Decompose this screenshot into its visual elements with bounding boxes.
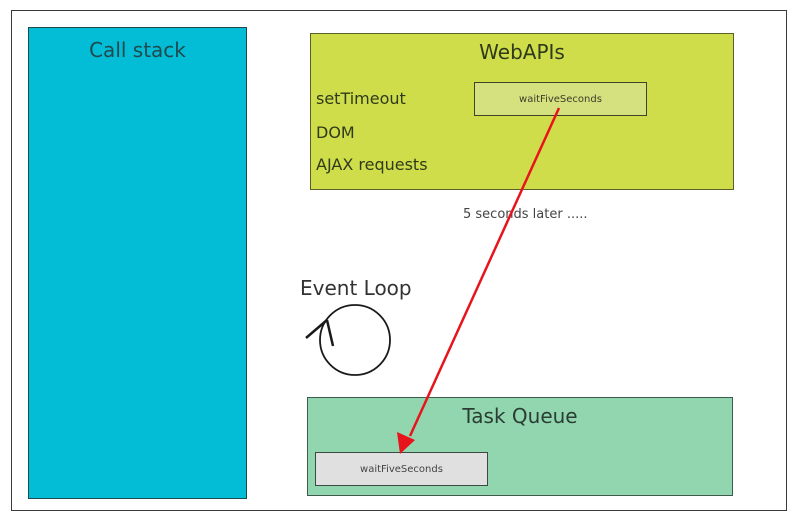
web-api-pending-callback: waitFiveSeconds <box>474 82 647 116</box>
timing-annotation: 5 seconds later ..... <box>463 207 588 222</box>
task-queue-title: Task Queue <box>462 404 578 428</box>
call-stack-title: Call stack <box>89 38 186 62</box>
web-apis-panel: WebAPIs setTimeout DOM AJAX requests wai… <box>310 33 734 190</box>
web-api-item-ajax: AJAX requests <box>316 155 428 174</box>
event-loop-label: Event Loop <box>300 276 412 300</box>
web-api-item-settimeout: setTimeout <box>316 89 406 108</box>
task-queue-panel: Task Queue waitFiveSeconds <box>307 397 733 496</box>
web-api-item-dom: DOM <box>316 123 355 142</box>
call-stack-panel: Call stack <box>28 27 247 499</box>
web-apis-title: WebAPIs <box>479 40 565 64</box>
task-queue-item: waitFiveSeconds <box>315 452 488 486</box>
